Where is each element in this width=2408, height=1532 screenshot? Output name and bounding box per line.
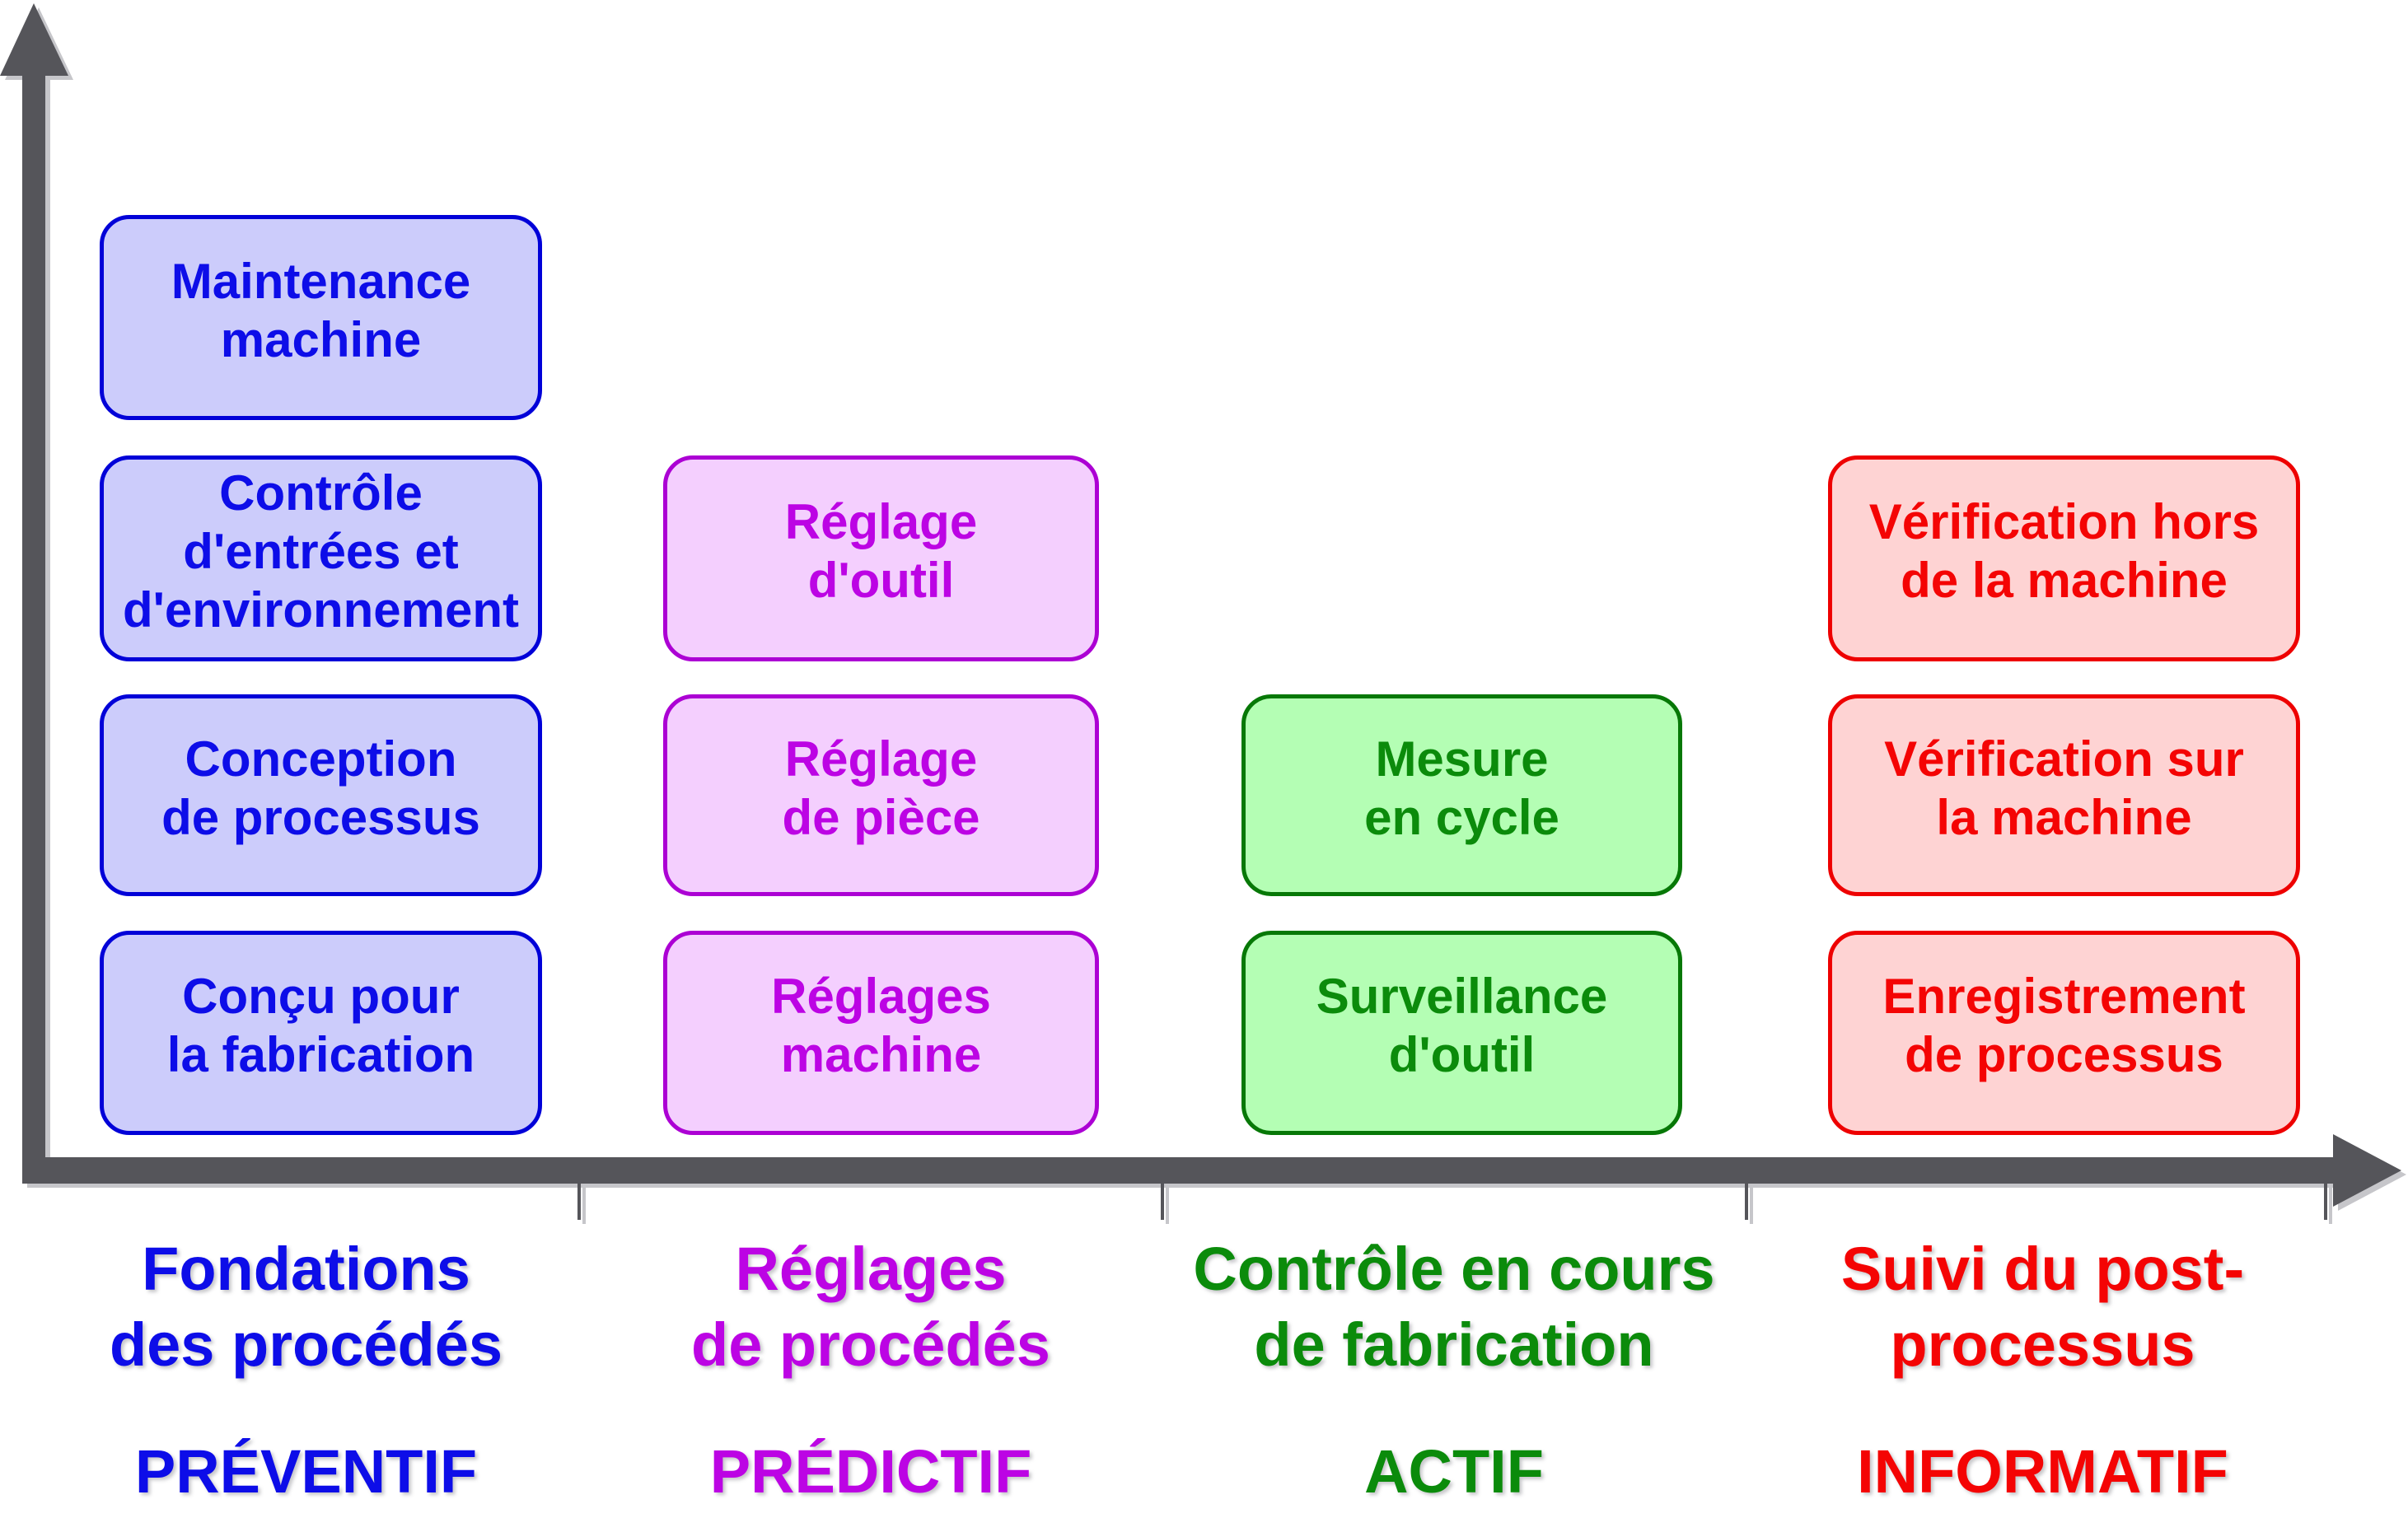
type-label-preventif: PRÉVENTIF (134, 1437, 478, 1506)
box-label: Maintenance machine (171, 253, 471, 367)
box-label: Vérification sur la machine (1884, 731, 2244, 845)
axis-tick-3 (1745, 1184, 1748, 1220)
box-label: Surveillance d'outil (1316, 969, 1608, 1082)
box-label: Réglage de pièce (782, 731, 980, 845)
y-axis-arrow (0, 3, 68, 1184)
box-surveillance-outil: Surveillance d'outil (1241, 931, 1682, 1135)
axis-tick-4 (2324, 1184, 2327, 1220)
box-label: Mesure en cycle (1364, 731, 1559, 845)
y-axis-arrowhead-icon (0, 3, 68, 76)
axis-tick-1 (577, 1184, 581, 1220)
box-label: Vérification hors de la machine (1868, 494, 2260, 608)
box-label: Conçu pour la fabrication (166, 969, 475, 1082)
box-enregistrement-processus: Enregistrement de processus (1828, 931, 2300, 1135)
category-label-reglages-de-procedes: Réglages de procédés (691, 1235, 1050, 1379)
type-label-informatif: INFORMATIF (1857, 1437, 2228, 1506)
x-axis-arrow (22, 1134, 2401, 1207)
category-label-suivi-du-post-processus: Suivi du post- processus (1840, 1235, 2245, 1379)
box-reglages-machine: Réglages machine (663, 931, 1099, 1135)
box-label: Contrôle d'entrées et d'environnement (123, 465, 519, 638)
box-maintenance-machine: Maintenance machine (100, 215, 542, 420)
box-reglage-outil: Réglage d'outil (663, 455, 1099, 661)
box-label: Réglage d'outil (784, 494, 978, 608)
box-reglage-piece: Réglage de pièce (663, 694, 1099, 896)
box-concu-pour-fabrication: Conçu pour la fabrication (100, 931, 542, 1135)
type-label-actif: ACTIF (1364, 1437, 1544, 1506)
box-label: Conception de processus (161, 731, 480, 845)
type-label-predictif: PRÉDICTIF (709, 1437, 1032, 1506)
category-label-fondations-des-procedes: Fondations des procédés (109, 1235, 503, 1379)
axis-tick-2 (1161, 1184, 1164, 1220)
box-controle-entrees-environnement: Contrôle d'entrées et d'environnement (100, 455, 542, 661)
box-label: Réglages machine (771, 969, 991, 1082)
box-label: Enregistrement de processus (1882, 969, 2246, 1082)
box-verification-hors-machine: Vérification hors de la machine (1828, 455, 2300, 661)
category-label-controle-en-cours-de-fabrication: Contrôle en cours de fabrication (1193, 1235, 1715, 1379)
x-axis-arrowhead-icon (2333, 1134, 2401, 1207)
box-mesure-en-cycle: Mesure en cycle (1241, 694, 1682, 896)
box-conception-processus: Conception de processus (100, 694, 542, 896)
box-verification-sur-machine: Vérification sur la machine (1828, 694, 2300, 896)
